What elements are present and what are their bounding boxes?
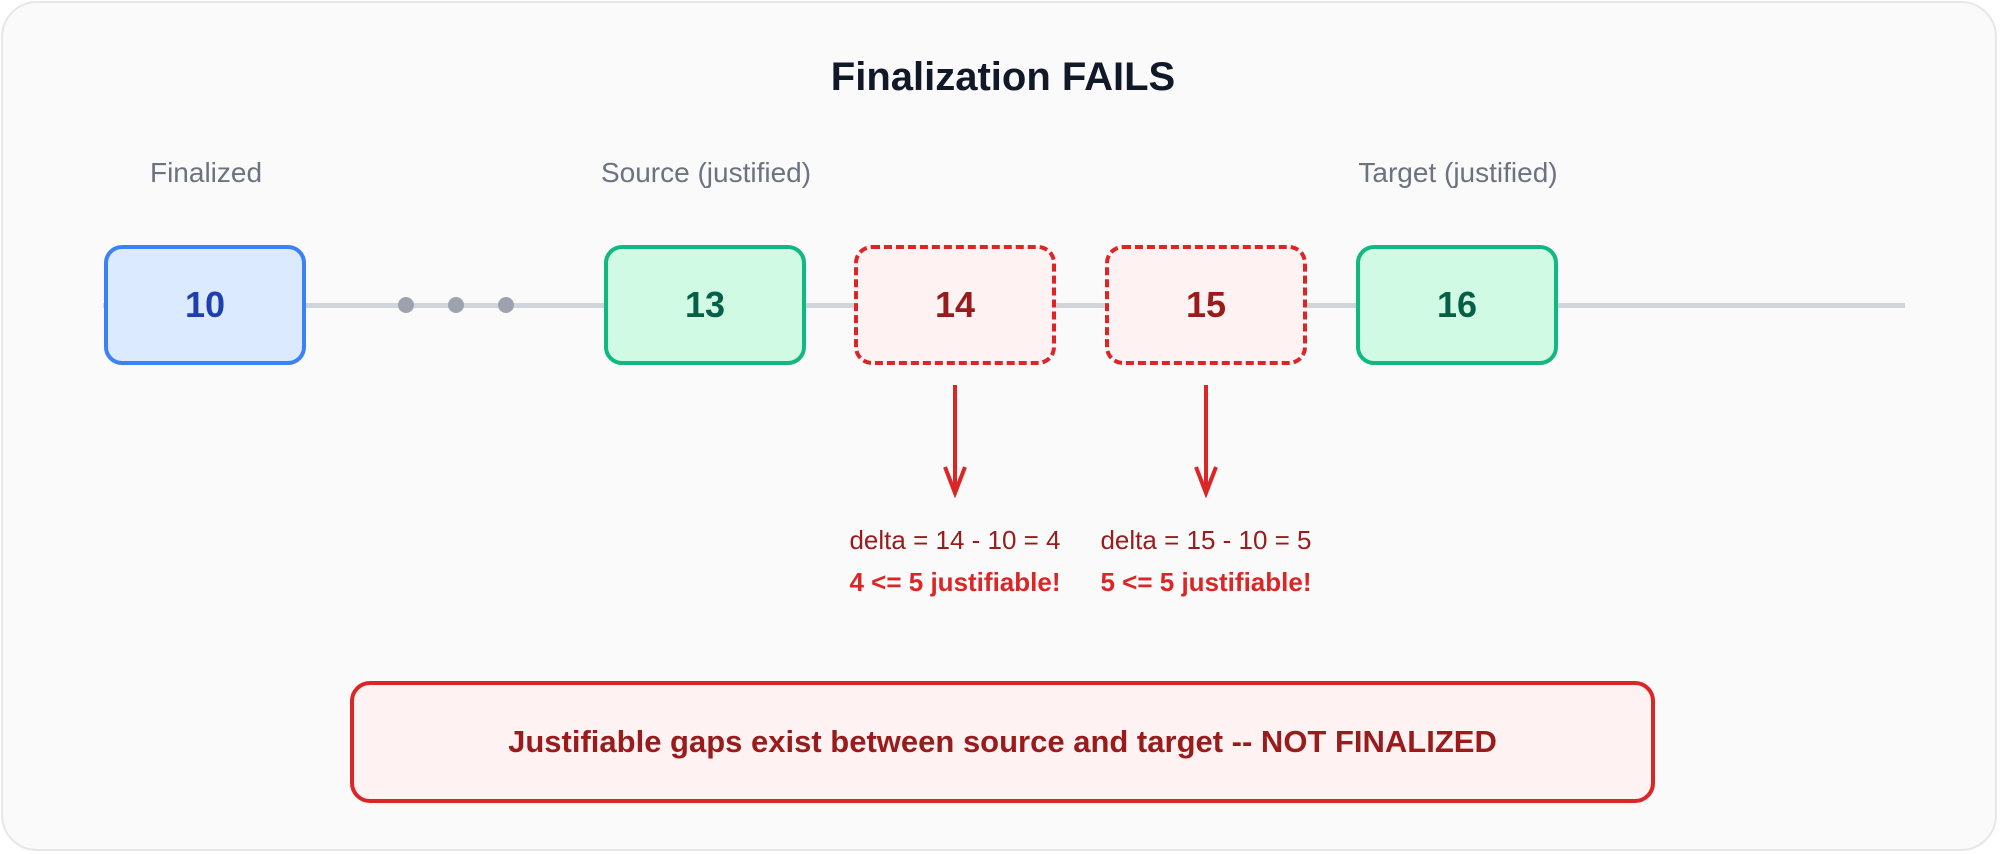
- conclusion-banner: Justifiable gaps exist between source an…: [350, 681, 1655, 803]
- checkpoint-finalized: 10: [104, 245, 306, 365]
- ellipsis-dot: [498, 297, 514, 313]
- down-arrow-icon: [943, 385, 967, 498]
- gap-delta: delta = 15 - 10 = 5: [1100, 525, 1312, 555]
- checkpoint-target: 16: [1356, 245, 1558, 365]
- target-label: Target (justified): [1358, 157, 1558, 188]
- gap-verdict: 4 <= 5 justifiable!: [849, 567, 1061, 597]
- checkpoint-source: 13: [604, 245, 806, 365]
- diagram-title: Finalization FAILS: [830, 55, 1176, 99]
- source-label: Source (justified): [600, 157, 812, 188]
- checkpoint-gap: 15: [1105, 245, 1307, 365]
- ellipsis-dot: [398, 297, 414, 313]
- gap-delta: delta = 14 - 10 = 4: [849, 525, 1061, 555]
- finalized-label: Finalized: [149, 157, 263, 188]
- ellipsis-dot: [448, 297, 464, 313]
- checkpoint-gap: 14: [854, 245, 1056, 365]
- down-arrow-icon: [1194, 385, 1218, 498]
- gap-verdict: 5 <= 5 justifiable!: [1100, 567, 1312, 597]
